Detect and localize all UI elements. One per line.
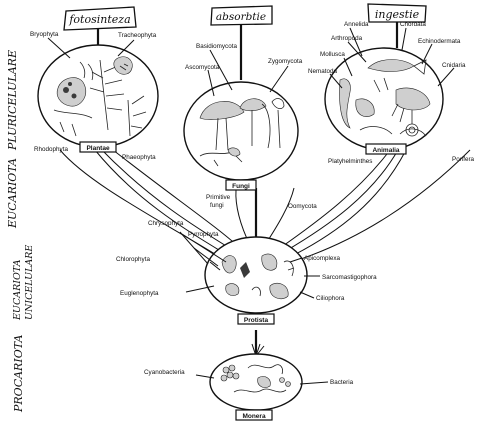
- branch-protista-animalia-1: [279, 149, 391, 249]
- worm: [339, 78, 351, 129]
- fungi-group: Fungi: [183, 81, 299, 191]
- moss-clump: [56, 77, 87, 107]
- box-absorbtie: [210, 5, 273, 26]
- label-monera: Monera: [242, 413, 266, 420]
- box-plantae: [79, 141, 117, 153]
- label-animalia: Animalia: [372, 147, 399, 154]
- label-echinodermata: Echinodermata: [418, 38, 461, 45]
- label-chordata: Chordata: [400, 21, 426, 28]
- protista-illustration: [221, 253, 295, 299]
- label-ingestie: ingestie: [375, 8, 420, 21]
- box-protista: [237, 313, 275, 325]
- leader-lines: [47, 27, 455, 385]
- tracheophyta-branch: [89, 59, 125, 131]
- filament: [247, 364, 283, 375]
- animalia-group: Animalia: [324, 47, 444, 155]
- phylum-labels: Bryophyta Tracheophyta Rhodophyta Phaeop…: [30, 21, 475, 386]
- label-absorbtie: absorbtie: [216, 11, 266, 23]
- side-label-eucariota-upper: EUCARIOTA: [6, 158, 19, 229]
- branch-protista-plantae-3: [107, 145, 241, 249]
- label-basidiomycota: Basidiomycota: [196, 43, 237, 50]
- label-chlorophyta: Chlorophyta: [116, 256, 150, 263]
- protist-1: [221, 255, 237, 274]
- label-apicomplexa: Apicomplexa: [304, 255, 341, 262]
- plantae-group: Plantae: [37, 44, 159, 153]
- branch-protista-animalia-2: [283, 149, 399, 253]
- label-ascomycota: Ascomycota: [185, 64, 220, 71]
- pine-cone: [113, 56, 133, 75]
- label-fotosinteza: fotosinteza: [68, 13, 130, 26]
- mollusc-shell: [355, 98, 375, 117]
- box-animalia: [365, 143, 407, 155]
- side-labels: EUCARIOTA PLURICELULARE EUCARIOTA UNICEL…: [6, 50, 35, 413]
- label-rhodophyta: Rhodophyta: [34, 146, 68, 153]
- branch-oomycota: [264, 187, 295, 246]
- label-euglenophyta: Euglenophyta: [120, 290, 159, 297]
- label-primitive: Primitive: [206, 194, 231, 201]
- branch-protista-animalia-3: [287, 149, 407, 259]
- label-oomycota: Oomycota: [288, 203, 317, 210]
- label-platyhelminthes: Platyhelminthes: [328, 158, 372, 165]
- label-primitive-fungi: fungi: [210, 202, 224, 209]
- label-bryophyta: Bryophyta: [30, 31, 59, 38]
- label-zygomycota: Zygomycota: [268, 58, 303, 65]
- label-nematoda: Nematoda: [308, 68, 338, 75]
- label-cyanobacteria: Cyanobacteria: [144, 369, 185, 376]
- branch-fan-monera: [251, 340, 265, 357]
- bacteria-chain: [233, 388, 287, 393]
- plant-stalk: [127, 95, 147, 137]
- side-label-eucariota-middle: EUCARIOTA: [12, 259, 23, 321]
- box-fotosinteza: [63, 6, 137, 31]
- monera-illustration: [220, 364, 291, 393]
- animalia-illustration: [339, 59, 431, 137]
- side-label-unicelulare: UNICELULARE: [24, 245, 35, 320]
- protist-2: [261, 253, 278, 271]
- label-phaeophyta: Phaeophyta: [122, 154, 156, 161]
- mushroom-cap-2: [239, 98, 267, 112]
- fern-strokes: [53, 109, 93, 137]
- label-bacteria: Bacteria: [330, 379, 354, 386]
- box-ingestie: [367, 3, 427, 23]
- label-annelida: Annelida: [344, 21, 369, 28]
- protista-group: Protista: [204, 236, 308, 325]
- label-plantae: Plantae: [86, 145, 110, 152]
- label-ciliophora: Ciliophora: [316, 295, 345, 302]
- box-monera: [235, 409, 273, 421]
- label-arthropoda: Arthropoda: [331, 35, 363, 42]
- label-chrysophyta: Chrysophyta: [148, 220, 184, 227]
- box-fungi: [225, 179, 257, 191]
- nutrition-boxes: fotosinteza absorbtie ingestie: [63, 3, 427, 31]
- fungi-illustration: [199, 98, 285, 167]
- side-label-procariota: PROCARIOTA: [12, 335, 25, 413]
- crustacean: [395, 87, 431, 111]
- label-sarcomastigophora: Sarcomastigophora: [322, 274, 377, 281]
- protist-3: [269, 283, 289, 299]
- label-cnidaria: Cnidaria: [442, 62, 466, 69]
- branch-porifera: [291, 149, 471, 263]
- plantae-circle: [37, 44, 159, 148]
- side-label-pluricelulare: PLURICELULARE: [6, 50, 19, 151]
- plantae-illustration: [53, 56, 147, 137]
- label-mollusca: Mollusca: [320, 51, 345, 58]
- label-protista: Protista: [244, 317, 269, 324]
- protista-circle: [204, 236, 308, 314]
- label-porifera: Porifera: [452, 156, 475, 163]
- mushroom-cap: [199, 101, 245, 120]
- label-pyrrophyta: Pyrrophyta: [188, 231, 219, 238]
- fungi-circle: [183, 81, 299, 181]
- monera-group: Monera: [209, 353, 303, 421]
- branch-protista-plantae-1: [99, 147, 237, 253]
- label-tracheophyta: Tracheophyta: [118, 32, 157, 39]
- sporangium: [271, 98, 285, 149]
- label-fungi: Fungi: [232, 183, 250, 190]
